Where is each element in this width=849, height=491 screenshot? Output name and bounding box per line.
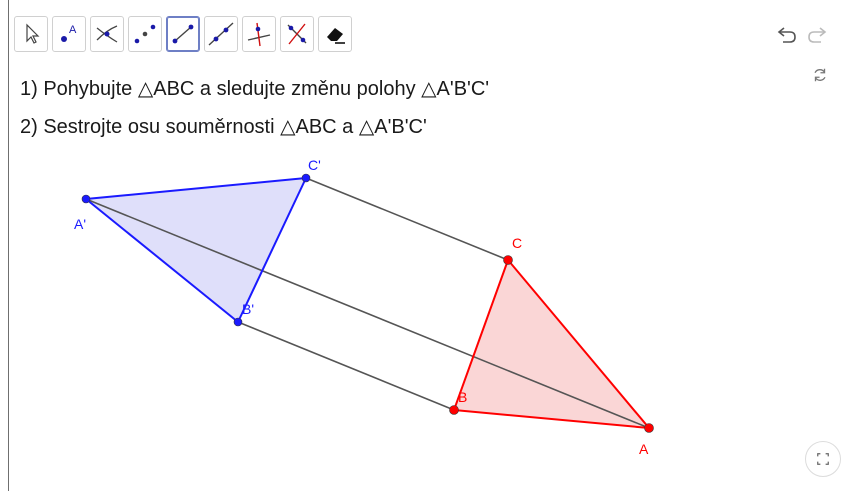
intersect-icon	[96, 25, 118, 43]
point-icon-glyph: A	[69, 24, 77, 36]
eraser-tool-button[interactable]	[318, 16, 352, 52]
point-tool-button[interactable]: A	[52, 16, 86, 52]
move-arrow-icon	[26, 23, 40, 44]
label-c1: C'	[308, 157, 321, 173]
midpoint-tool-button[interactable]	[128, 16, 162, 52]
reset-button[interactable]	[811, 66, 829, 89]
perpendicular-line-tool-button[interactable]	[242, 16, 276, 52]
move-tool-button[interactable]	[14, 16, 48, 52]
toolbar: A	[14, 16, 352, 52]
side-ca[interactable]	[507, 259, 650, 429]
triangle-a1b1c1[interactable]	[86, 178, 306, 322]
segment-a-a1[interactable]	[85, 198, 650, 429]
line-icon	[208, 22, 234, 46]
eraser-icon	[327, 28, 345, 44]
side-b1c1[interactable]	[237, 177, 307, 323]
segment-icon	[172, 24, 194, 44]
side-ab[interactable]	[453, 409, 650, 429]
point-a[interactable]	[644, 423, 654, 433]
side-c1a1[interactable]	[85, 177, 307, 200]
fullscreen-icon	[817, 453, 829, 465]
line-tool-button[interactable]	[204, 16, 238, 52]
fullscreen-button[interactable]	[805, 441, 841, 477]
triangle-abc[interactable]	[454, 260, 649, 428]
segment-tool-button[interactable]	[166, 16, 200, 52]
point-b1[interactable]	[233, 317, 243, 327]
perpendicular-bisector-icon	[287, 23, 307, 45]
point-c1[interactable]	[301, 173, 311, 183]
side-bc[interactable]	[453, 259, 509, 411]
midpoint-icon	[134, 24, 156, 44]
perpendicular-bisector-tool-button[interactable]	[280, 16, 314, 52]
segment-b-b1[interactable]	[237, 321, 455, 411]
label-c: C	[512, 235, 522, 251]
instruction-line-2: 2) Sestrojte osu souměrnosti △ABC a △A'B…	[20, 116, 427, 138]
segment-c-c1[interactable]	[305, 177, 509, 261]
point-a1[interactable]	[81, 194, 91, 204]
point-icon: A	[61, 24, 77, 42]
label-a: A	[639, 441, 649, 457]
label-a1: A'	[74, 216, 86, 232]
label-b1: B'	[242, 301, 254, 317]
undo-redo-group	[775, 22, 829, 46]
point-c[interactable]	[503, 255, 513, 265]
undo-icon[interactable]	[775, 22, 799, 46]
intersect-tool-button[interactable]	[90, 16, 124, 52]
redo-icon[interactable]	[805, 22, 829, 46]
reset-icon	[814, 68, 826, 82]
point-b[interactable]	[449, 405, 459, 415]
instruction-line-1: 1) Pohybujte △ABC a sledujte změnu poloh…	[20, 78, 490, 100]
perpendicular-line-icon	[247, 22, 271, 47]
label-b: B	[458, 389, 467, 405]
side-a1b1[interactable]	[85, 198, 239, 323]
left-border	[8, 0, 9, 491]
